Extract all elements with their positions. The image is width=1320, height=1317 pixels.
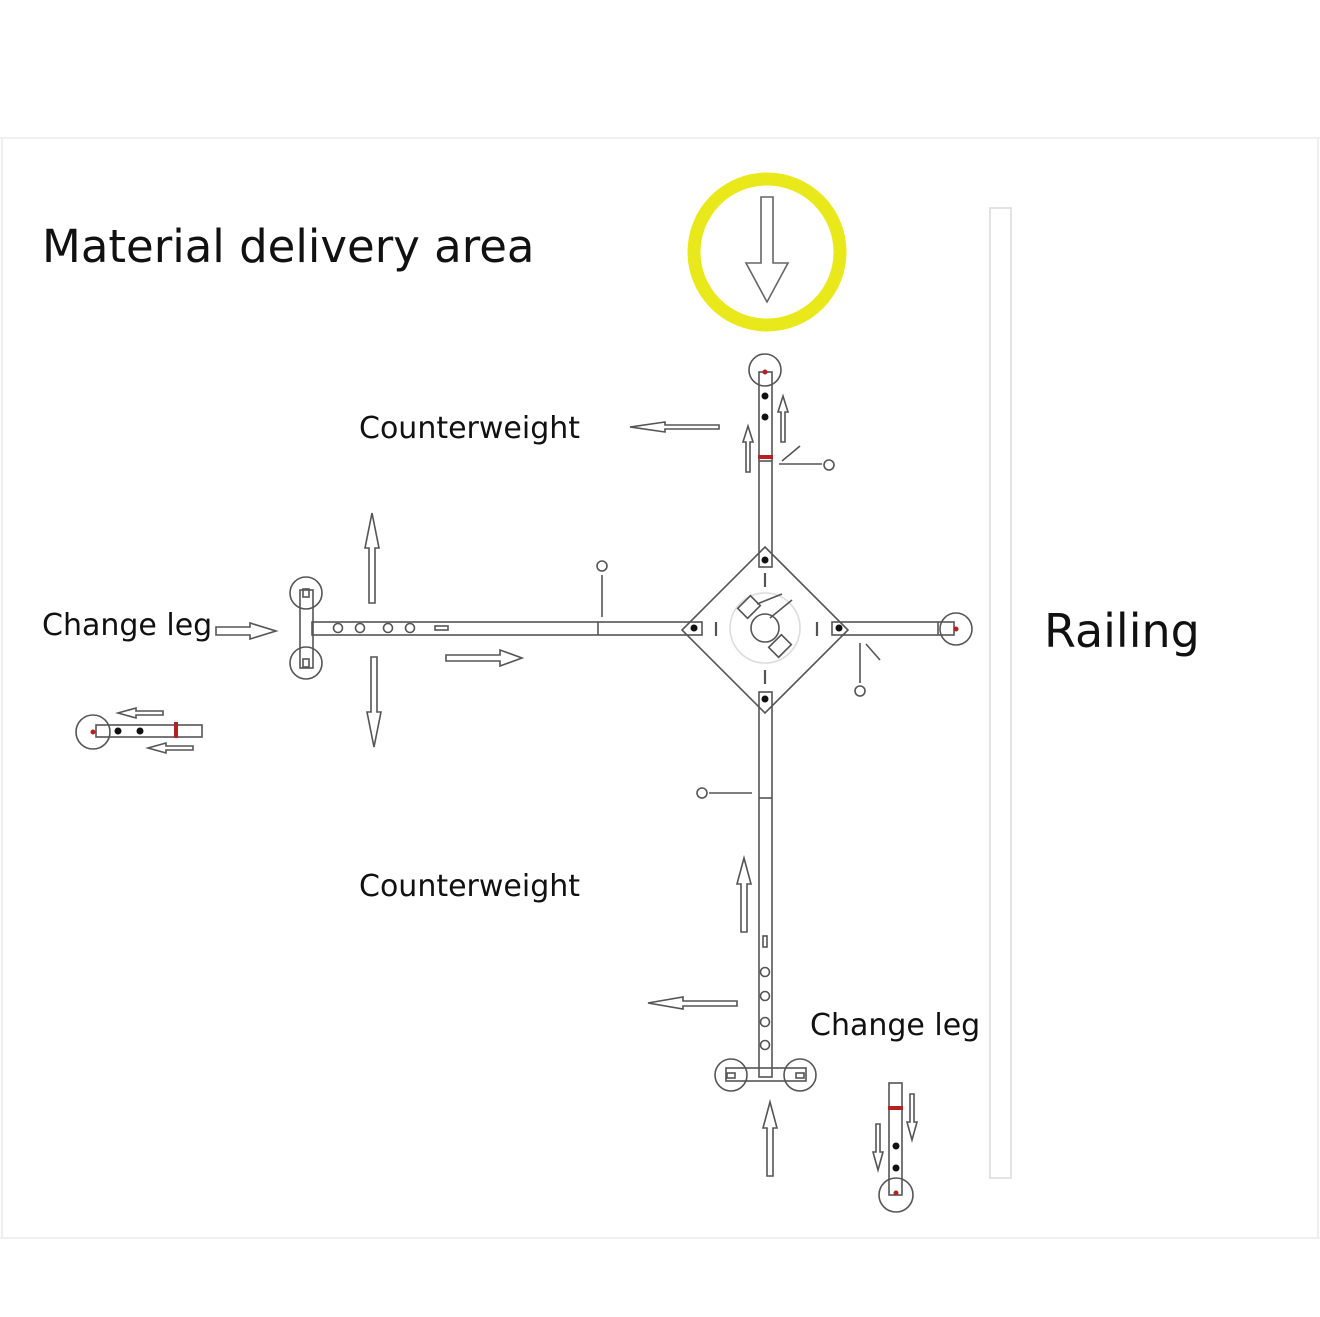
counterweight-label-top: Counterweight <box>359 411 581 446</box>
right-arm-red-pin <box>953 626 959 632</box>
base-hub-outline <box>729 592 801 664</box>
top-arm-pin-pointer <box>781 445 801 462</box>
bottom-arm-wheel-left <box>714 1058 748 1092</box>
bottom-arm-wheel-right-slot <box>795 1072 805 1079</box>
detail-leg-right-arrow-a-icon <box>905 1093 919 1143</box>
bottom-arm-up-arrow-a-icon <box>735 854 753 933</box>
left-arm-t-bar <box>299 589 314 669</box>
top-arm-wheel <box>748 353 782 387</box>
bottom-arm-ring-4 <box>759 1039 771 1051</box>
left-arm-ring-3 <box>382 622 394 634</box>
change-leg-label-right: Change leg <box>810 1008 981 1043</box>
detail-leg-right <box>871 1082 919 1213</box>
left-arm-wheel-bottom-slot <box>302 658 310 668</box>
left-arm-hole-1 <box>690 624 698 632</box>
detail-leg-left-arrow-b-icon <box>145 741 194 755</box>
left-arm-right-arrow-icon <box>445 648 525 668</box>
counterweight-label-bottom: Counterweight <box>359 869 581 904</box>
base-clamp-b <box>767 633 793 659</box>
detail-leg-right-red-pin <box>893 1190 899 1196</box>
detail-leg-left-wheel <box>75 714 111 750</box>
right-arm-pin-head <box>854 685 866 697</box>
top-arm-hole-1 <box>761 392 769 400</box>
top-arm-red-pin <box>762 369 768 375</box>
bottom-arm <box>647 691 817 1177</box>
material-delivery-area-label: Material delivery area <box>42 220 535 273</box>
delivery-marker-icon <box>687 172 847 332</box>
detail-leg-left-hole-2 <box>136 727 144 735</box>
bottom-arm-tube <box>758 691 773 1078</box>
top-arm-up-arrow-b-icon <box>741 423 755 473</box>
top-arm-tube <box>758 371 773 568</box>
top-arm-hole-3 <box>761 556 769 564</box>
right-arm-wheel <box>939 612 973 646</box>
bottom-arm-hole-1 <box>761 695 769 703</box>
top-arm <box>629 353 835 568</box>
central-base <box>680 545 850 715</box>
top-arm-hole-2 <box>761 413 769 421</box>
change-leg-label-left: Change leg <box>42 608 213 643</box>
railing-bar <box>989 207 1012 1179</box>
railing-label: Railing <box>1044 604 1200 658</box>
left-arm <box>215 512 703 748</box>
right-arm-pin-pointer <box>865 643 881 661</box>
base-clamp-line-b <box>769 599 793 619</box>
top-arm-up-arrow-a-icon <box>776 393 790 443</box>
detail-leg-left-arrow-a-icon <box>115 706 164 720</box>
bottom-arm-wheel-left-slot <box>726 1072 736 1079</box>
left-arm-slot <box>434 625 449 631</box>
base-diamond <box>680 545 850 715</box>
bottom-arm-ring-2 <box>759 990 771 1002</box>
detail-leg-left-red-pin <box>90 729 96 735</box>
detail-leg-right-wheel <box>878 1177 914 1213</box>
base-clamp-a <box>736 594 762 620</box>
bottom-arm-slot <box>762 935 768 948</box>
right-arm <box>831 612 973 697</box>
bottom-arm-left-arrow-icon <box>647 996 738 1010</box>
bottom-arm-pin-head <box>696 787 708 799</box>
base-hub-core <box>750 613 780 643</box>
bottom-arm-ring-1 <box>759 966 771 978</box>
top-arm-red-band <box>758 455 773 459</box>
detail-leg-left-red-band <box>174 722 178 738</box>
bottom-arm-t-bar <box>725 1067 807 1082</box>
left-arm-ring-2 <box>354 622 366 634</box>
left-arm-wheel-bottom <box>289 646 323 680</box>
detail-leg-right-hole-2 <box>892 1164 900 1172</box>
detail-leg-right-hole-1 <box>892 1142 900 1150</box>
delivery-down-arrow-icon <box>744 196 790 304</box>
right-arm-hole-1 <box>835 624 843 632</box>
left-arm-pin-head <box>596 560 608 572</box>
right-arm-tube <box>831 621 955 636</box>
detail-leg-right-arrow-b-icon <box>871 1123 885 1173</box>
detail-leg-left <box>75 706 203 755</box>
bottom-arm-wheel-right <box>783 1058 817 1092</box>
detail-leg-left-hole-1 <box>114 727 122 735</box>
bottom-arm-up-arrow-b-icon <box>761 1098 779 1177</box>
left-arm-tube <box>311 621 703 636</box>
left-arm-wheel-top-slot <box>302 588 310 598</box>
left-arm-ring-4 <box>404 622 416 634</box>
bottom-arm-ring-3 <box>759 1016 771 1028</box>
left-arm-ring-1 <box>332 622 344 634</box>
top-arm-left-arrow-icon <box>629 421 720 433</box>
top-arm-pin-head <box>823 459 835 471</box>
detail-leg-right-red-band <box>888 1106 903 1110</box>
change-leg-left-arrow-icon <box>215 621 279 641</box>
left-arm-down-arrow-icon <box>366 656 382 748</box>
base-clamp-line-a <box>756 593 783 605</box>
detail-leg-left-tube <box>95 724 203 738</box>
left-arm-up-arrow-icon <box>364 512 380 604</box>
left-arm-wheel-top <box>289 576 323 610</box>
delivery-ring <box>687 172 847 332</box>
